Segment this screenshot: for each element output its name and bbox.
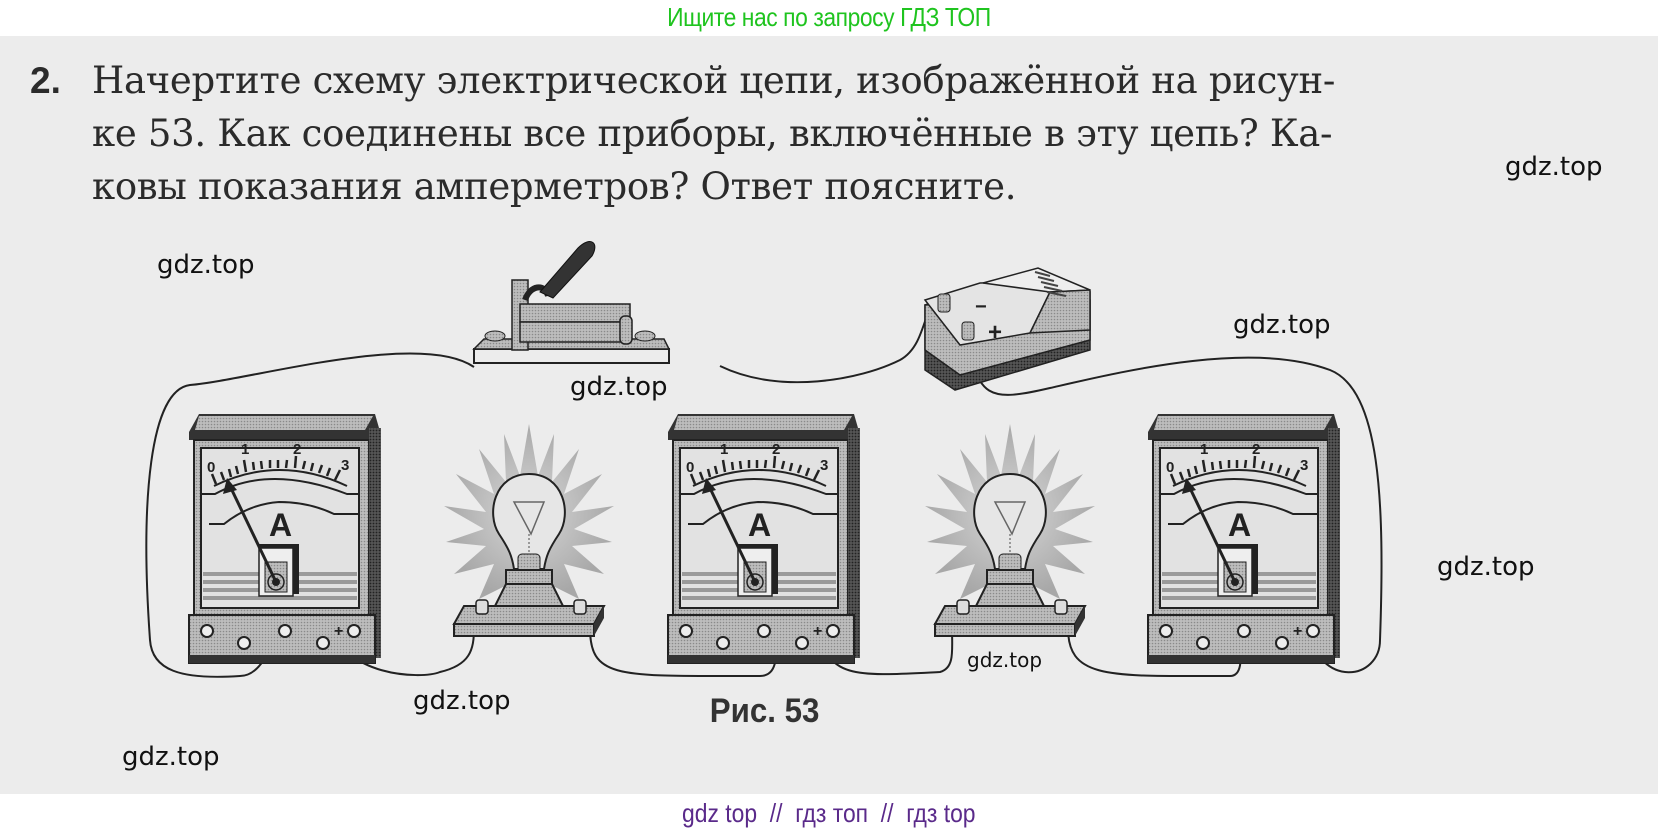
task-text-line-3: ковы показания амперметров? Ответ поясни… — [92, 165, 1017, 208]
bottom-banner-text: gdz top // гдз топ // гдз top — [682, 798, 976, 828]
minus-label: − — [975, 296, 987, 318]
ammeter-2 — [666, 412, 862, 665]
figure-caption: Рис. 53 — [709, 692, 820, 730]
task-text-line-2: ке 53. Как соединены все приборы, включё… — [92, 112, 1333, 155]
top-banner-text: Ищите нас по запросу ГДЗ ТОП — [667, 2, 991, 32]
ammeter-3 — [1146, 412, 1342, 665]
circuit-figure: 0 1 2 3 A — [145, 241, 1383, 678]
lamp-1 — [443, 423, 615, 637]
bottom-banner: gdz top // гдз топ // гдз top — [0, 794, 1658, 836]
watermark: gdz.top — [1233, 310, 1331, 340]
lamp-2 — [924, 423, 1096, 637]
switch — [472, 241, 671, 364]
watermark: gdz.top — [1505, 152, 1603, 182]
plus-label: + — [988, 319, 1002, 346]
watermark: gdz.top — [157, 250, 255, 280]
watermark: gdz.top — [413, 686, 511, 716]
top-banner: Ищите нас по запросу ГДЗ ТОП — [0, 0, 1658, 36]
watermark: gdz.top — [1437, 552, 1535, 582]
task-text-line-1: Начертите схему электрической цепи, изоб… — [92, 59, 1336, 102]
task-number: 2. — [30, 60, 61, 101]
watermark: gdz.top — [122, 742, 220, 772]
ammeter-1 — [187, 412, 383, 665]
watermark: gdz.top — [967, 648, 1043, 672]
power-source: − + — [923, 267, 1091, 391]
watermark: gdz.top — [570, 372, 668, 402]
